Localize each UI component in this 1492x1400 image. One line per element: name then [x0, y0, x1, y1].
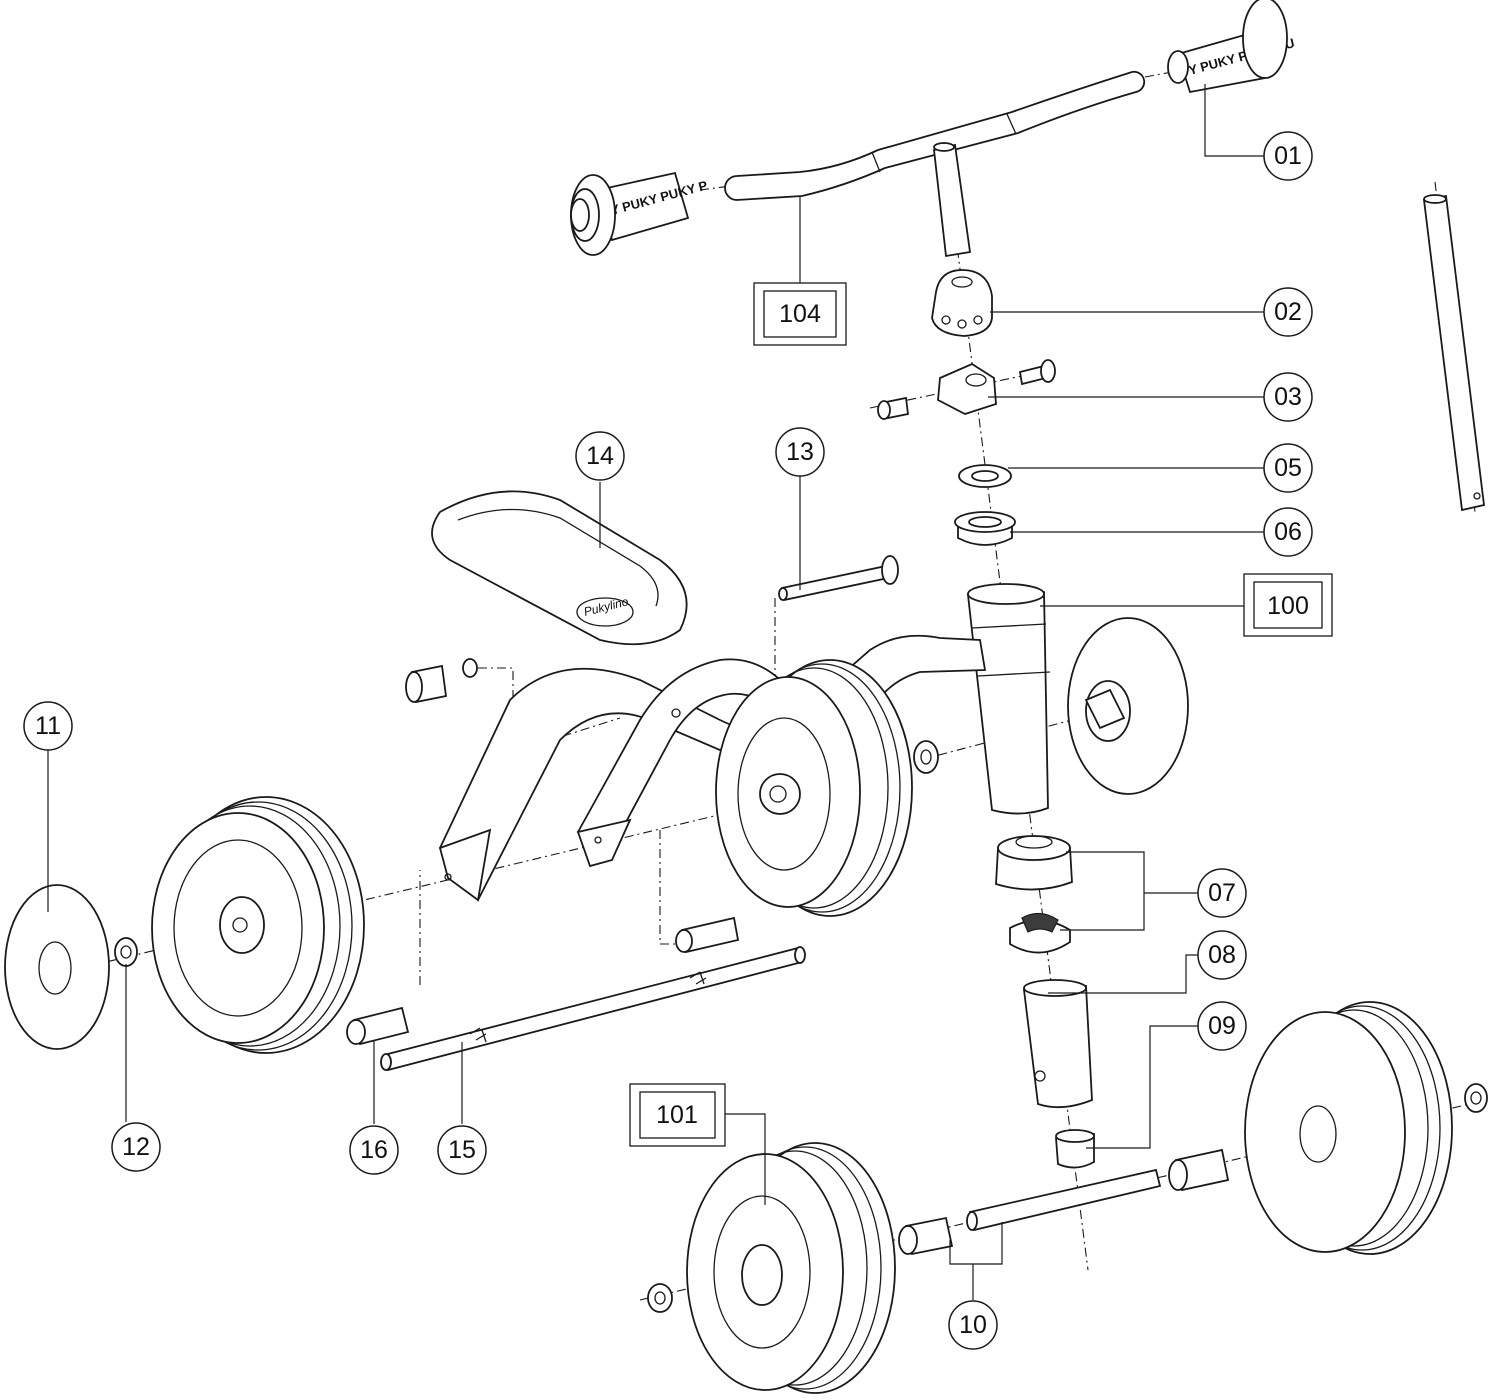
callout-09: 09 [1197, 1001, 1247, 1051]
front-sleeve-right [1168, 1148, 1230, 1192]
callout-03: 03 [1263, 372, 1313, 422]
fork-tube [1022, 979, 1093, 1109]
callout-101: 101 [629, 1083, 726, 1147]
callout-01: 01 [1263, 131, 1313, 181]
right-grip: Y PUKY PUKY PU [1167, 0, 1296, 94]
seat-bolt [778, 555, 899, 602]
callout-16: 16 [349, 1125, 399, 1175]
callout-15-label: 15 [448, 1136, 476, 1164]
front-sleeve-left [898, 1216, 954, 1256]
wheel-disc-left [4, 884, 110, 1050]
head-tube [966, 583, 1051, 815]
callout-11-label: 11 [35, 712, 61, 740]
fork-plug [1055, 1129, 1095, 1169]
spare-tube [1423, 194, 1485, 512]
axle-nut-left [114, 937, 138, 967]
steering-knob [931, 269, 993, 337]
callout-05-label: 05 [1274, 454, 1302, 482]
front-wheel-left [686, 1142, 896, 1394]
bearing-insert [1009, 912, 1071, 954]
callout-06: 06 [1263, 507, 1313, 557]
left-grip: Y PUKY PUKY P [570, 171, 709, 256]
callout-09-label: 09 [1208, 1012, 1236, 1040]
callout-104: 104 [753, 282, 847, 346]
callout-100-label: 100 [1267, 592, 1309, 620]
axle-sleeve-16 [346, 1006, 410, 1046]
callout-13: 13 [775, 427, 825, 477]
callout-02: 02 [1263, 287, 1313, 337]
callout-14-label: 14 [586, 442, 614, 470]
callout-08: 08 [1197, 930, 1247, 980]
callout-02-label: 02 [1274, 298, 1302, 326]
clamp-block [937, 362, 997, 415]
callout-10: 10 [948, 1300, 998, 1350]
callout-104-label: 104 [779, 300, 821, 328]
callout-10-label: 10 [959, 1311, 987, 1339]
callout-08-label: 08 [1208, 941, 1236, 969]
left-wheel [151, 796, 365, 1054]
axle-nut-front-right [1464, 1083, 1488, 1113]
callout-16-label: 16 [360, 1136, 388, 1164]
callout-15: 15 [437, 1125, 487, 1175]
axle-sleeve-small [675, 916, 740, 954]
seat-sleeve [405, 658, 478, 704]
handlebar [724, 70, 1146, 258]
callout-12-label: 12 [122, 1133, 150, 1161]
callout-06-label: 06 [1274, 518, 1302, 546]
axle-nut-front-left [647, 1283, 673, 1313]
front-axle [966, 1168, 1162, 1232]
clamp-screw [1018, 359, 1056, 386]
callout-101-label: 101 [656, 1101, 698, 1129]
callout-03-label: 03 [1274, 383, 1302, 411]
frame-washer [913, 740, 939, 774]
callout-12: 12 [111, 1122, 161, 1172]
callout-01-label: 01 [1274, 142, 1302, 170]
callout-07-label: 07 [1208, 879, 1236, 907]
callout-14: 14 [575, 431, 625, 481]
callout-11: 11 [23, 701, 73, 751]
washer [958, 464, 1012, 488]
seat: Pukylino [431, 490, 688, 646]
clamp-nut [877, 396, 909, 420]
callout-07: 07 [1197, 868, 1247, 918]
hub-cap-right [1067, 617, 1189, 795]
rear-wheel-back [715, 659, 913, 917]
front-wheel-right [1244, 1001, 1453, 1255]
rear-axle [380, 946, 806, 1072]
callout-05: 05 [1263, 443, 1313, 493]
callout-100: 100 [1243, 573, 1333, 637]
leader-lines [47, 84, 1264, 1300]
callout-13-label: 13 [786, 438, 814, 466]
bearing-housing [995, 835, 1073, 891]
bearing-cup [954, 511, 1016, 546]
